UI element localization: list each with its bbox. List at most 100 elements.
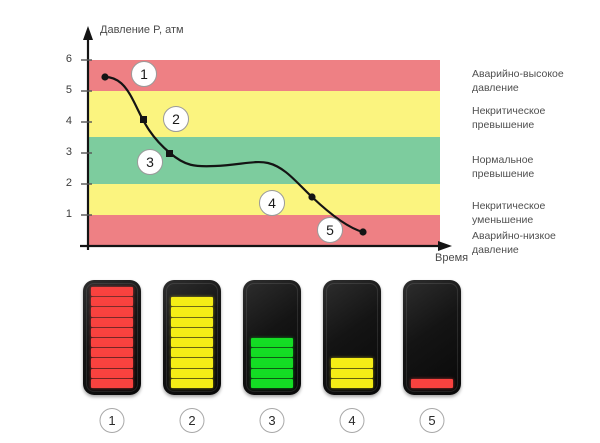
led-segment (251, 297, 293, 306)
led-segment (411, 307, 453, 316)
chart-bands (88, 60, 440, 246)
led-segment (171, 307, 213, 317)
led-segment (411, 378, 453, 388)
indicator-row: 1 2 3 4 5 (0, 275, 600, 443)
y-tick-1: 1 (65, 208, 72, 220)
data-point-1 (101, 73, 109, 81)
indicator-1-bar (91, 286, 133, 388)
led-segment (411, 318, 453, 327)
led-segment (91, 307, 133, 317)
led-segment (91, 317, 133, 327)
led-segment (171, 368, 213, 378)
led-segment (331, 287, 373, 296)
led-segment (411, 328, 453, 337)
chart-callout-5[interactable]: 5 (317, 217, 343, 243)
zone-label-noncritical-low-line2: уменьшение (472, 214, 534, 226)
band-noncritical-high (88, 91, 440, 137)
zone-label-noncritical-high-line2: превышение (472, 119, 535, 131)
indicator-2-bar (171, 287, 213, 388)
led-segment (411, 358, 453, 367)
zone-label-noncritical-low-line1: Некритическое (472, 200, 546, 212)
zone-label-critical-low-line1: Аварийно-низкое (472, 230, 556, 242)
led-segment (331, 338, 373, 347)
indicator-1[interactable]: 1 (72, 280, 152, 433)
indicator-2[interactable]: 2 (152, 280, 232, 433)
led-segment (411, 348, 453, 357)
chart-callout-2[interactable]: 2 (163, 106, 189, 132)
led-segment (251, 328, 293, 337)
x-axis (80, 241, 452, 251)
zone-label-critical-high-line1: Аварийно-высокое (472, 68, 564, 80)
zone-label-noncritical-high-line1: Некритическое (472, 105, 546, 117)
led-segment (171, 317, 213, 327)
indicator-3-number: 3 (259, 408, 285, 433)
led-segment (171, 327, 213, 337)
y-tick-3: 3 (65, 146, 72, 158)
led-segment (171, 348, 213, 358)
indicator-4-number: 4 (339, 408, 365, 433)
led-segment (331, 358, 373, 368)
led-segment (251, 318, 293, 327)
led-segment (331, 378, 373, 388)
zone-label-noncritical-low: Некритическое уменьшение (472, 199, 592, 227)
data-point-3 (166, 150, 173, 157)
y-axis-title: Давление P, атм (100, 24, 184, 36)
data-point-2 (140, 116, 147, 123)
led-segment (171, 337, 213, 348)
chart-canvas (80, 26, 452, 251)
pressure-chart: 6 5 4 3 2 1 Давление P, атм Время 1 2 3 … (65, 24, 592, 264)
indicator-1-number: 1 (99, 408, 125, 433)
led-segment (91, 337, 133, 348)
led-segment (251, 287, 293, 296)
indicator-2-device[interactable] (163, 280, 221, 395)
led-segment (331, 348, 373, 357)
indicator-4-device[interactable] (323, 280, 381, 395)
led-segment (411, 287, 453, 296)
led-segment (411, 338, 453, 347)
led-segment (171, 287, 213, 296)
y-tick-4: 4 (65, 115, 72, 127)
y-tick-5: 5 (65, 84, 72, 96)
chart-callout-3[interactable]: 3 (137, 149, 163, 175)
indicator-4-bar (331, 287, 373, 388)
indicator-3[interactable]: 3 (232, 280, 312, 433)
led-segment (171, 358, 213, 368)
indicator-5-bar (411, 287, 453, 388)
led-segment (331, 368, 373, 378)
indicator-5[interactable]: 5 (392, 280, 472, 433)
led-segment (91, 297, 133, 307)
led-segment (91, 368, 133, 378)
zone-label-normal-line2: превышение (472, 168, 535, 180)
led-segment (331, 318, 373, 327)
led-segment (251, 337, 293, 348)
zone-label-noncritical-high: Некритическое превышение (472, 104, 592, 132)
led-segment (91, 286, 133, 297)
led-segment (91, 348, 133, 358)
led-segment (251, 378, 293, 388)
indicator-4[interactable]: 4 (312, 280, 392, 433)
led-segment (331, 328, 373, 337)
indicator-5-device[interactable] (403, 280, 461, 395)
led-segment (171, 378, 213, 388)
led-segment (411, 369, 453, 378)
band-critical-low (88, 215, 440, 246)
zone-label-normal: Нормальное превышение (472, 153, 592, 181)
chart-callout-1[interactable]: 1 (131, 61, 157, 87)
led-segment (251, 358, 293, 368)
zone-label-normal-line1: Нормальное (472, 154, 534, 166)
chart-callout-4[interactable]: 4 (259, 190, 285, 216)
x-axis-title: Время (435, 252, 469, 264)
led-segment (91, 378, 133, 388)
indicator-3-device[interactable] (243, 280, 301, 395)
led-segment (331, 307, 373, 316)
indicator-5-number: 5 (419, 408, 445, 433)
data-markers (101, 73, 367, 236)
indicator-1-device[interactable] (83, 280, 141, 395)
led-segment (91, 327, 133, 337)
zone-label-critical-low: Аварийно-низкое давление (472, 229, 592, 257)
indicator-2-number: 2 (179, 408, 205, 433)
led-segment (171, 297, 213, 307)
led-segment (91, 358, 133, 368)
led-segment (411, 297, 453, 306)
